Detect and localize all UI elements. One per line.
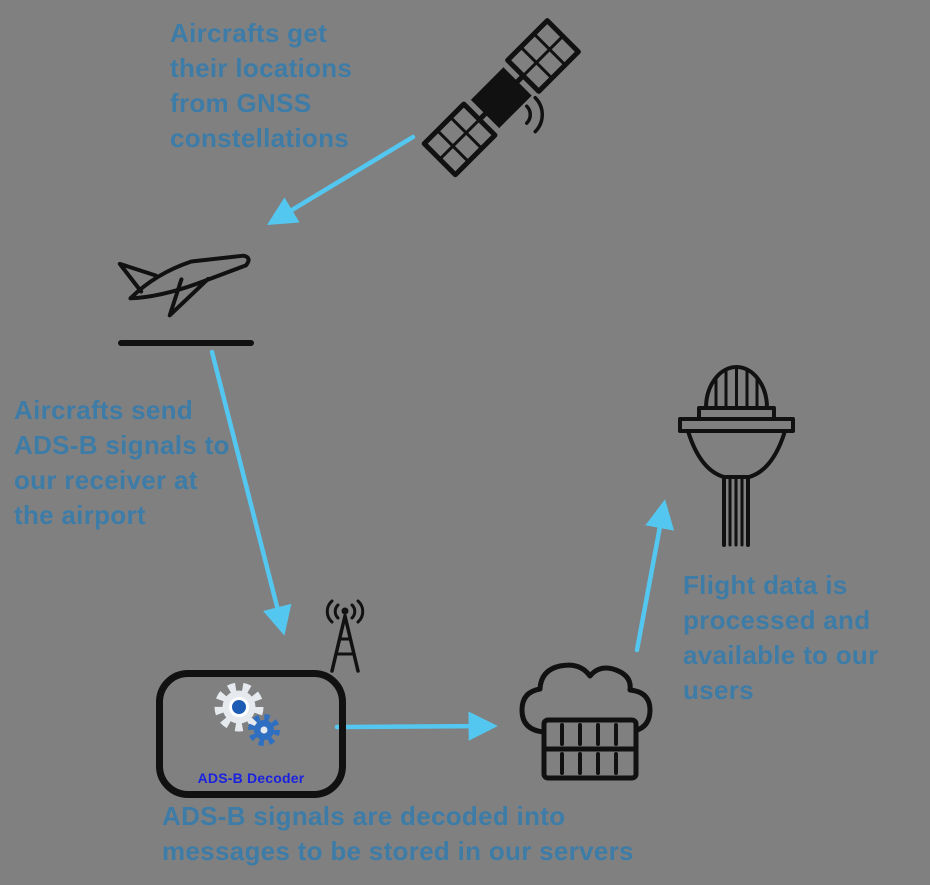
decoder-label: ADS-B Decoder: [197, 770, 305, 786]
airplane-wing: [167, 276, 211, 318]
airplane-tail: [117, 261, 158, 294]
tower-deck: [678, 417, 795, 433]
satellite-icon: [421, 18, 581, 178]
airplane-fuselage: [128, 253, 251, 301]
arrow-cloud-to-tower: [634, 499, 675, 653]
antenna-mast: [330, 614, 360, 673]
antenna-icon: [325, 599, 365, 673]
signal-wave-icon: [524, 104, 532, 125]
arrow-airplane-to-decoder: [209, 349, 292, 636]
tower-stem: [722, 475, 750, 547]
cloud-server-icon: [519, 662, 653, 781]
gear-icon-large: [214, 682, 264, 732]
arrow-decoder-to-cloud: [334, 711, 498, 741]
control-tower-icon: [678, 365, 795, 547]
tower-cab: [686, 429, 787, 479]
annotation-decoded: ADS-B signals are decoded into messages …: [162, 801, 634, 866]
annotation-gnss: Aircrafts get their locations from GNSS …: [170, 18, 353, 153]
annotation-users: Flight data is processed and available t…: [683, 570, 879, 705]
decoder-box: ADS-B Decoder: [156, 670, 346, 798]
cloud-outline: [519, 662, 653, 735]
annotation-receiver: Aircrafts send ADS-B signals to our rece…: [14, 395, 230, 530]
gear-icon-small: [248, 714, 280, 746]
arrow-satellite-to-airplane: [266, 134, 416, 226]
gears-icon: [214, 682, 280, 746]
airplane-icon: [117, 253, 254, 346]
